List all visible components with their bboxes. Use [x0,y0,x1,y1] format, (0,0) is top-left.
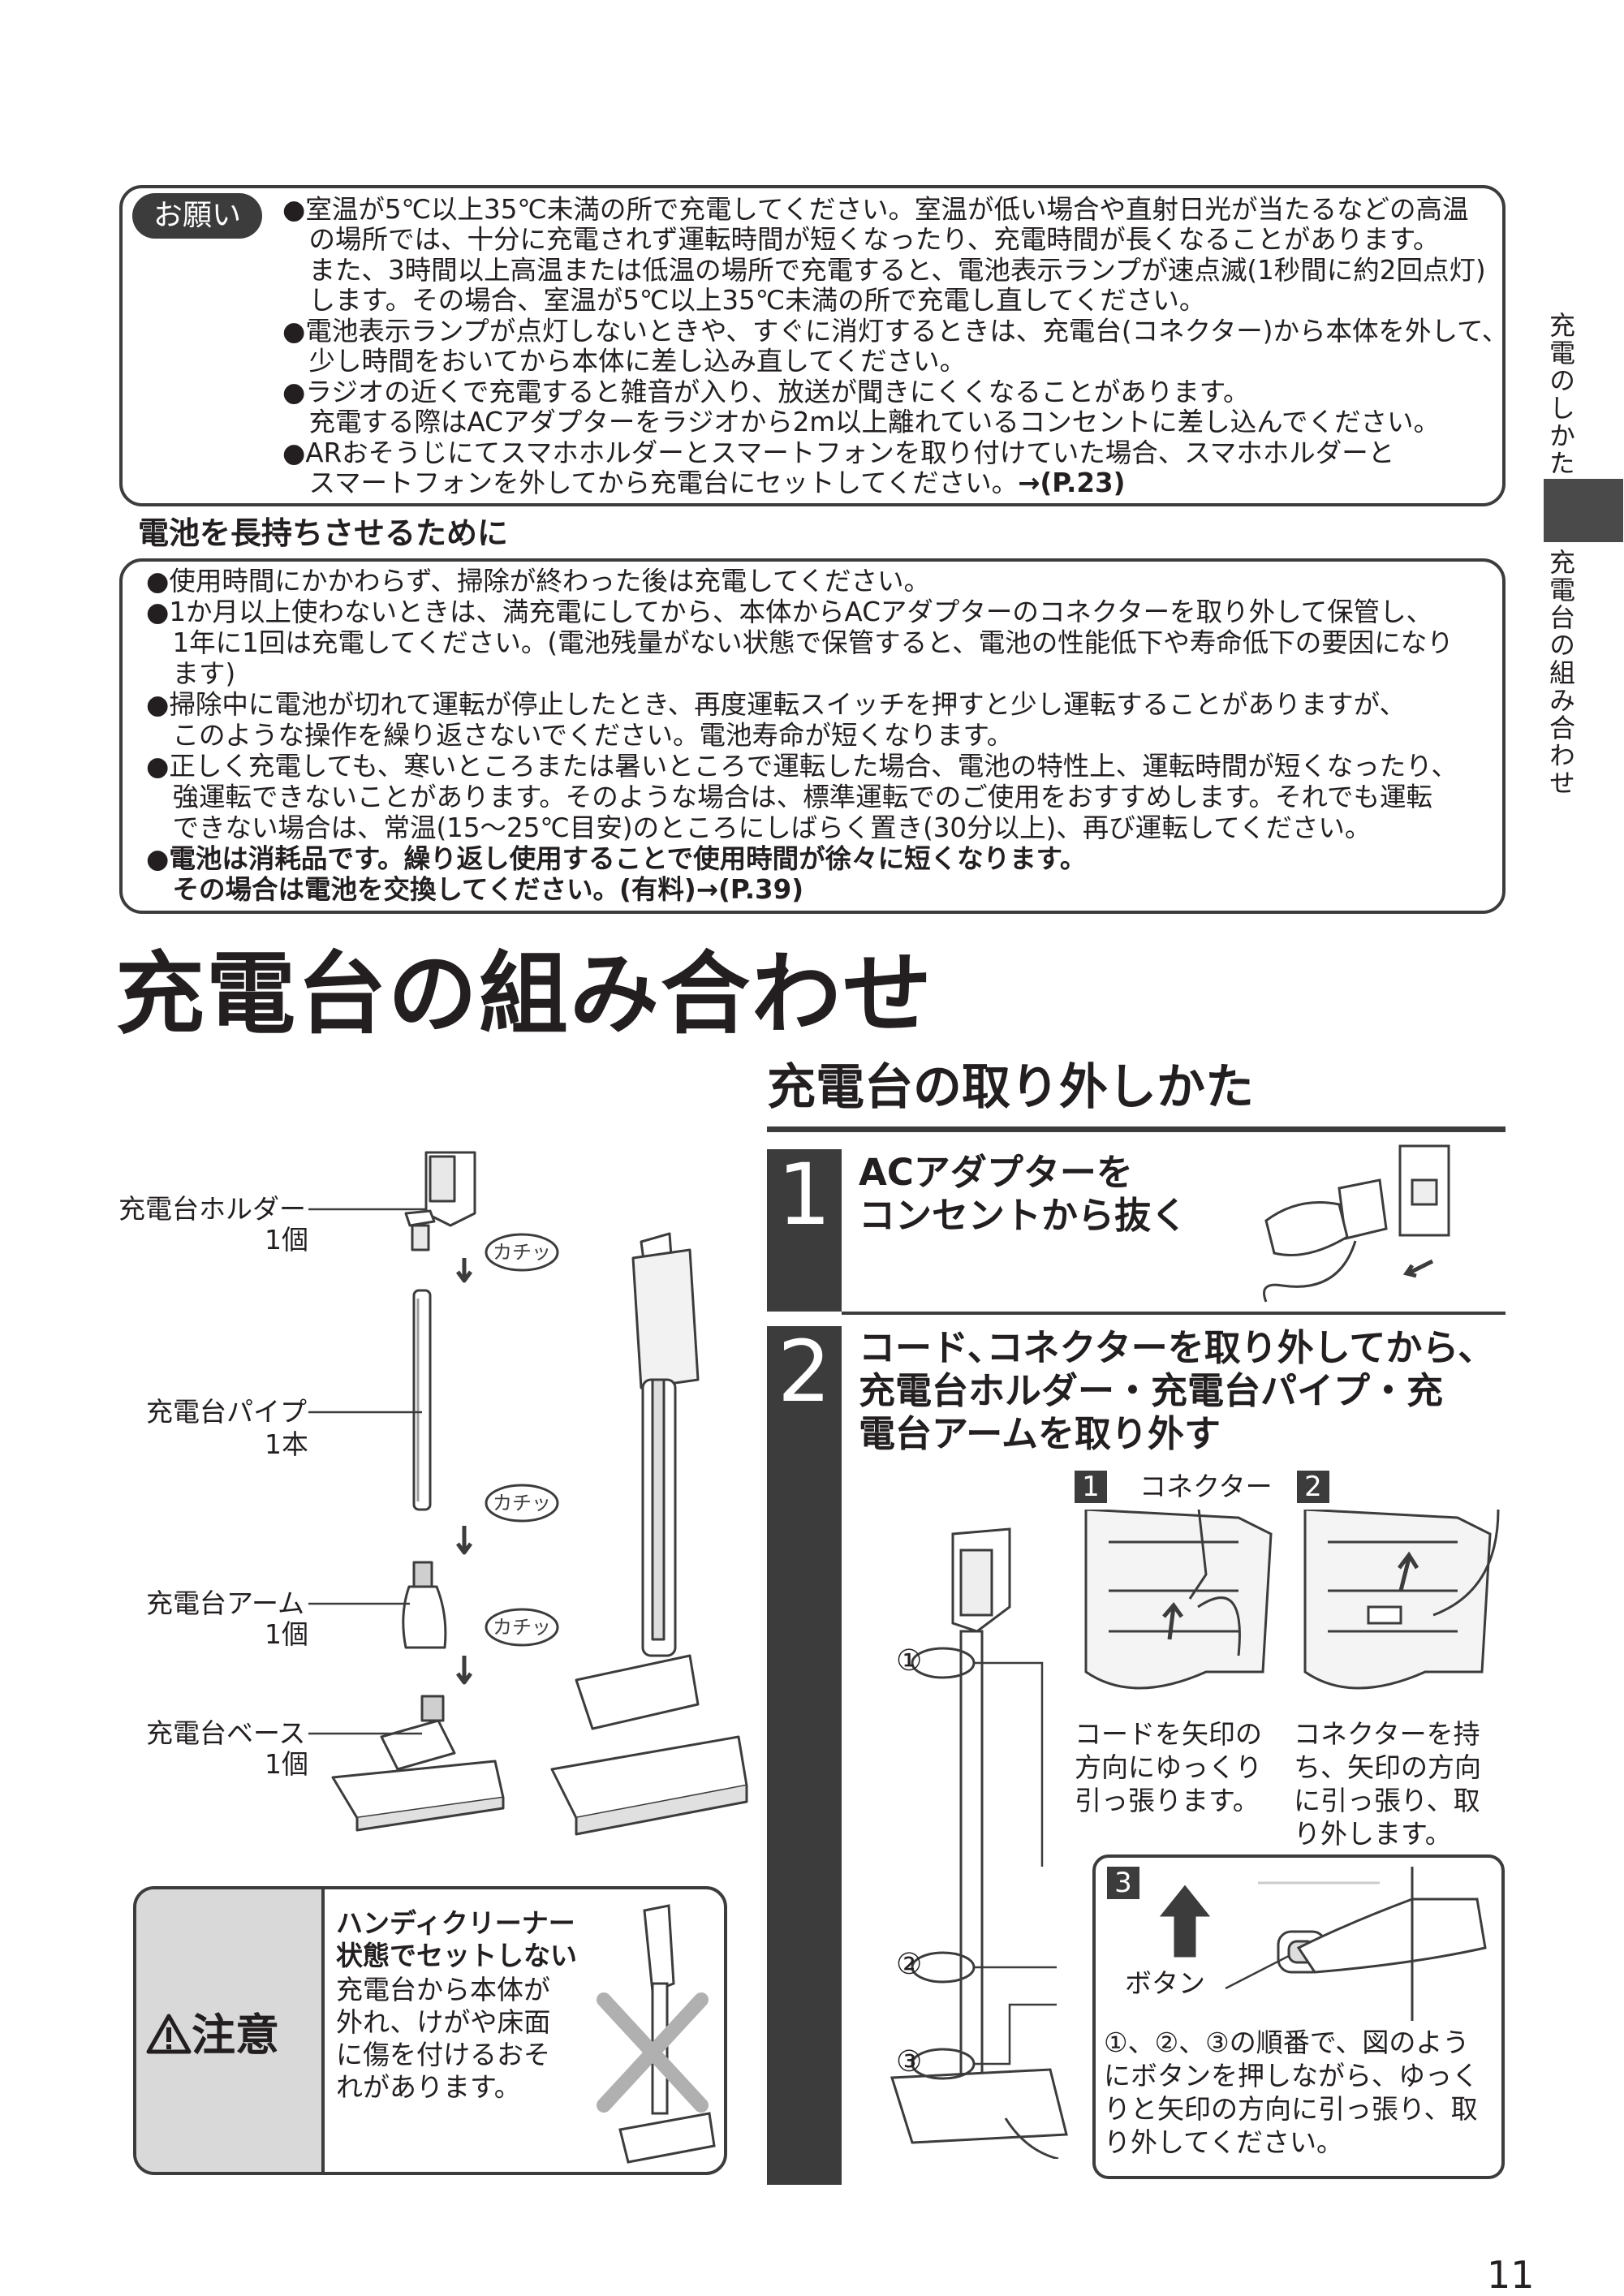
caution-label: 注意 [146,2011,279,2060]
substep-2-desc: ち、矢印の方向 [1294,1751,1481,1783]
page-reference-link[interactable]: →(P.23) [1018,467,1126,498]
substep-3-marker: 3 [1107,1867,1139,1899]
request-line: スマートフォンを外してから充電台にセットしてください。→(P.23) [282,467,1126,498]
step1-bar [767,1149,842,1312]
battery-line: 強運転できないことがあります。そのような場合は、標準運転でのご使用をおすすめしま… [146,782,1433,812]
heading-rule [767,1126,1506,1132]
caution-label-panel: 注意 [136,1889,325,2172]
part-label-holder: 充電台ホルダー [118,1193,306,1225]
substep-3-desc: ①、②、③の順番で、図のよう [1104,2027,1470,2058]
request-line: の場所では、十分に充電されず運転時間が短くなったり、充電時間が長くなることがあり… [282,224,1440,255]
battery-line: このような操作を繰り返さないでください。電池寿命が短くなります。 [146,720,1014,751]
request-line: 少し時間をおいてから本体に差し込み直してください。 [282,346,967,377]
substep-1-desc: コードを矢印の [1075,1718,1262,1750]
step1-title: コンセントから抜く [859,1194,1188,1237]
substep-3-box [1092,1854,1505,2179]
warning-triangle-icon [146,2014,192,2054]
battery-line: ます) [146,658,236,689]
substep-1-marker: 1 [1075,1471,1107,1503]
stand-illustration [890,1527,1068,2159]
step2-title: 充電台ホルダー・充電台パイプ・充 [859,1369,1444,1412]
caution-text: れがあります。 [336,2071,521,2103]
step1-title: ACアダプターを [859,1151,1133,1194]
caution-text: に傷を付けるおそ [336,2039,550,2070]
request-line: ●室温が5℃以上35℃未満の所で充電してください。室温が低い場合や直射日光が当た… [282,194,1469,225]
request-line: ●ラジオの近くで充電すると雑音が入り、放送が聞きにくくなることがあります。 [282,377,1250,407]
side-tab-marker [1544,479,1623,542]
click-sound-label: カチッ [493,1616,551,1639]
substep-2-marker: 2 [1297,1471,1329,1503]
request-line: します。その場合、室温が5℃以上35℃未満の所で充電し直してください。 [282,285,1206,316]
step2-title: コード､コネクターを取り外してから､ [859,1326,1477,1369]
page-number: 11 [1487,2253,1535,2296]
battery-line: ●掃除中に電池が切れて運転が停止したとき、再度運転スイッチを押すと少し運転するこ… [146,689,1406,720]
caution-box: 注意 ハンディクリーナー 状態でセットしない 充電台から本体が 外れ、けがや床面… [133,1886,727,2175]
step-separator [842,1312,1506,1315]
request-line: ●ARおそうじにてスマホホルダーとスマートフォンを取り付けていた場合、スマホホル… [282,437,1395,468]
connector-label: コネクター [1139,1471,1273,1502]
caution-text: 外れ、けがや床面 [336,2006,551,2038]
request-notice-box [119,185,1506,506]
caution-heading: 状態でセットしない [336,1940,577,1971]
battery-heading: 電池を長持ちさせるために [138,515,509,551]
battery-line: ●使用時間にかかわらず、掃除が終わった後は充電してください。 [146,566,930,597]
request-line: 充電する際はACアダプターをラジオから2m以上離れているコンセントに差し込んでく… [282,407,1440,437]
click-sound-label: カチッ [493,1241,551,1264]
battery-tips-box [119,558,1506,914]
part-label-arm: 充電台アーム [146,1587,305,1619]
part-count-arm: 1個 [265,1618,308,1650]
part-count-holder: 1個 [265,1224,308,1256]
button-press-illustration [1159,1867,1487,2021]
side-tab-section[interactable]: 充電のしかた [1545,312,1576,477]
substep-1-desc: 引っ張ります。 [1075,1785,1260,1816]
caution-text: 充電台から本体が [336,1974,550,2005]
substep-3-desc: り外してください。 [1104,2126,1344,2158]
battery-line: 1年に1回は充電してください。(電池残量がない状態で保管すると、電池の性能低下や… [146,627,1454,658]
request-line: ●電池表示ランプが点灯しないときや、すぐに消灯するときは、充電台(コネクター)か… [282,316,1509,347]
battery-line-bold: その場合は電池を交換してください。(有料)→(P.39) [146,874,804,905]
handy-cleaner-prohibited-illustration [597,1904,716,2164]
side-tab-current[interactable]: 充電台の組み合わせ [1545,549,1576,797]
request-badge: お願い [132,193,262,239]
part-count-base: 1個 [265,1748,308,1780]
substep-2-desc: に引っ張り、取 [1294,1785,1480,1816]
substep-2-desc: コネクターを持 [1294,1718,1480,1750]
removal-heading: 充電台の取り外しかた [767,1059,1254,1116]
substep-1-desc: 方向にゆっくり [1075,1751,1262,1783]
part-label-pipe: 充電台パイプ [146,1396,307,1428]
circle-number-2: ② [896,1948,923,1981]
page-title: 充電台の組み合わせ [115,942,933,1046]
stand-parts-illustration: カチッ カチッ カチッ [308,1151,748,1836]
button-label: ボタン [1125,1967,1205,1999]
substep-3-desc: りと矢印の方向に引っ張り、取 [1104,2093,1478,2125]
circle-number-1: ① [896,1644,923,1678]
battery-line: ●正しく充電しても、寒いところまたは暑いところで運転した場合、電池の特性上、運転… [146,751,1458,782]
substep-3-desc: にボタンを押しながら、ゆっく [1104,2060,1479,2091]
connector-removal-illustration [1084,1510,1500,1690]
request-line: また、3時間以上高温または低温の場所で充電すると、電池表示ランプが速点滅(1秒間… [282,255,1486,286]
step2-title: 電台アームを取り外す [859,1412,1221,1455]
step2-bar [767,1326,842,2185]
part-count-pipe: 1本 [265,1428,308,1460]
substep-2-desc: り外します。 [1294,1818,1452,1850]
step2-number: 2 [777,1322,832,1421]
click-sound-label: カチッ [493,1492,551,1514]
battery-line: できない場合は、常温(15～25℃目安)のところにしばらく置き(30分以上)、再… [146,812,1372,843]
step1-number: 1 [777,1145,832,1244]
battery-line: ●1か月以上使わないときは、満充電にしてから、本体からACアダプターのコネクター… [146,597,1433,627]
battery-line-bold: ●電池は消耗品です。繰り返し使用することで使用時間が徐々に短くなります。 [146,843,1087,874]
caution-heading: ハンディクリーナー [336,1907,575,1939]
part-label-base: 充電台ベース [146,1717,306,1749]
circle-number-3: ③ [896,2045,923,2078]
unplug-adapter-illustration [1263,1144,1450,1303]
